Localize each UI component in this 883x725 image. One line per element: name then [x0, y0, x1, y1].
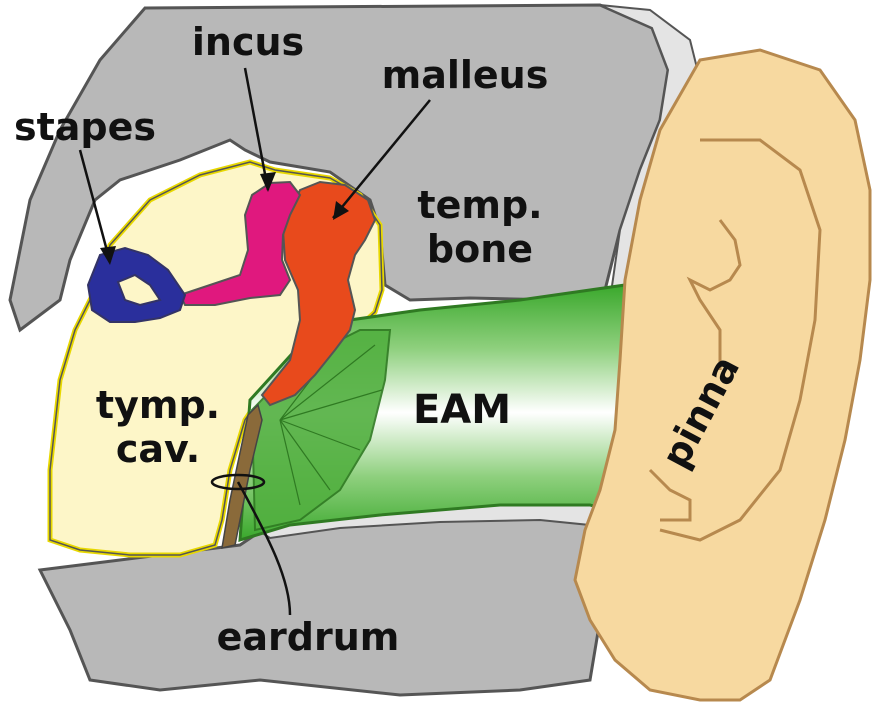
label-stapes: stapes — [14, 105, 156, 149]
label-incus: incus — [192, 20, 304, 64]
label-tymp-cav-line1: tymp. — [96, 383, 220, 427]
label-eardrum: eardrum — [217, 615, 400, 659]
label-temp-bone-line1: temp. — [417, 183, 542, 227]
label-eam: EAM — [413, 387, 511, 433]
label-tymp-cav-line2: cav. — [116, 427, 200, 471]
label-temp-bone-line2: bone — [427, 227, 533, 271]
label-malleus: malleus — [382, 53, 549, 97]
